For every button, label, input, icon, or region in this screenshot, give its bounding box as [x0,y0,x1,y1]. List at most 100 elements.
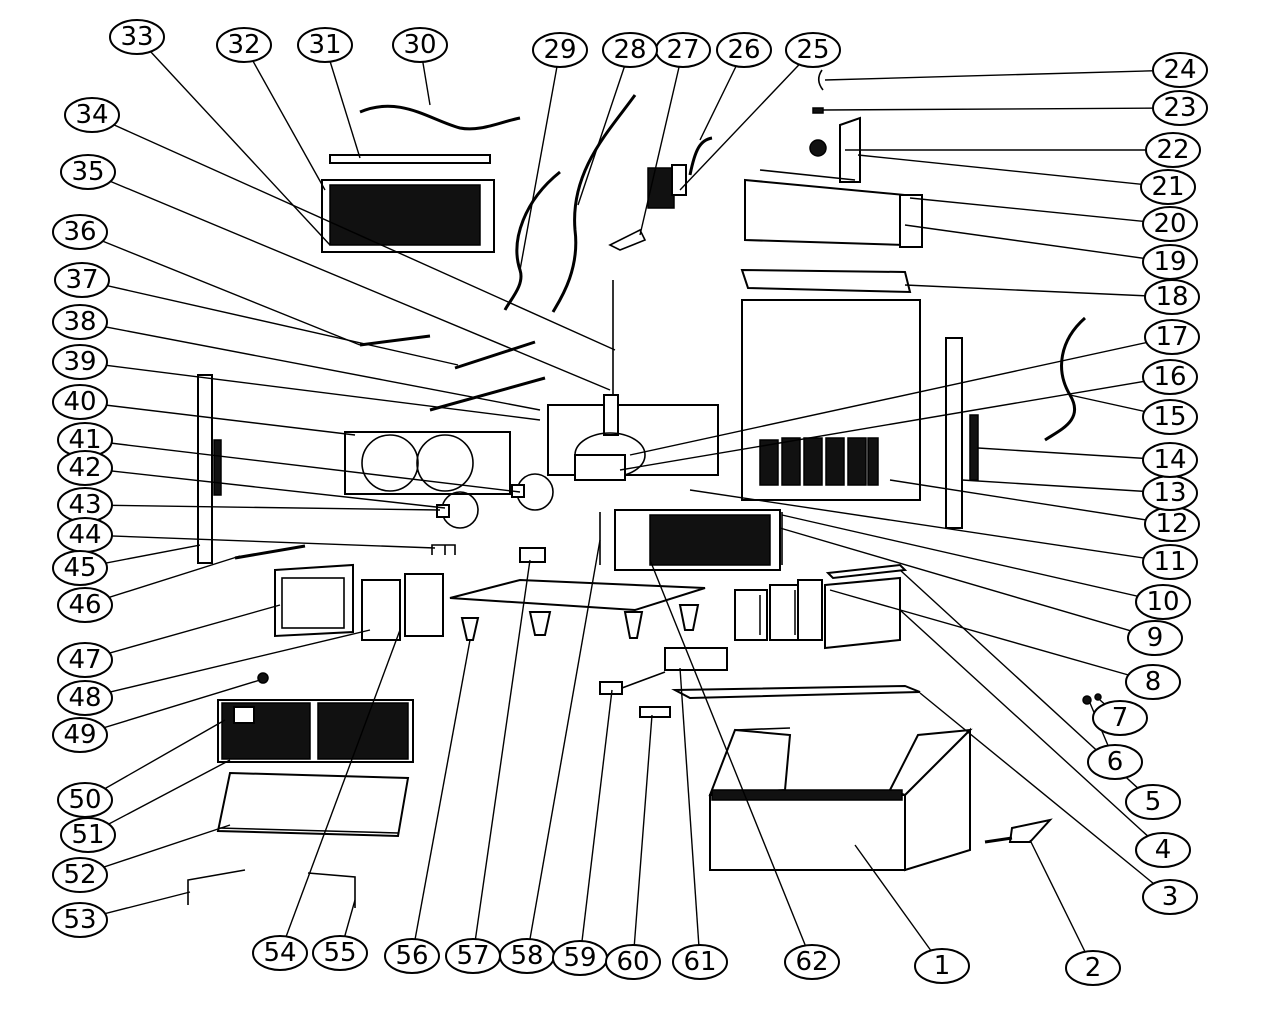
callout-label-53: 53 [63,905,96,935]
part-top-panel [671,684,921,700]
part-knob [257,672,269,684]
callout-14: 14 [1142,442,1198,478]
callout-bubble-26 [716,32,772,68]
callout-42: 42 [57,450,113,486]
callout-label-5: 5 [1145,787,1162,817]
callout-label-36: 36 [63,217,96,247]
callout-label-20: 20 [1153,209,1186,239]
callout-label-32: 32 [227,30,260,60]
callout-bubble-15 [1142,399,1198,435]
leader-line-31 [324,44,361,159]
part-rod-38 [429,376,546,412]
leader-line-8 [829,589,1154,683]
callout-bubble-2 [1065,950,1121,986]
leader-line-61 [679,667,701,963]
part-nut-6 [1082,695,1092,705]
part-tube-30 [359,104,521,131]
part-rod-46 [234,544,306,560]
callout-label-44: 44 [68,520,101,550]
callout-39: 39 [52,344,108,380]
callout-44: 44 [57,517,113,553]
part-louver-panels [361,573,444,641]
leader-line-46 [84,555,241,606]
leader-line-16 [619,376,1171,471]
callout-30: 30 [392,27,448,63]
callout-label-38: 38 [63,307,96,337]
callout-55: 55 [312,935,368,971]
callout-label-47: 47 [68,645,101,675]
part-power-cord [1044,316,1086,442]
leader-line-10 [781,514,1164,603]
callout-bubble-34 [64,97,120,133]
callout-54: 54 [252,935,308,971]
callout-bubble-38 [52,304,108,340]
part-front-panel [217,699,414,763]
callout-41: 41 [57,422,113,458]
callout-bubble-60 [605,944,661,980]
callout-label-54: 54 [263,938,296,968]
leader-line-28 [577,49,631,206]
callout-43: 43 [57,487,113,523]
callout-bubble-48 [57,680,113,716]
part-base-plate [449,578,706,612]
leader-line-41 [84,439,521,493]
callout-28: 28 [602,32,658,68]
part-filter [274,563,354,638]
callout-label-30: 30 [403,30,436,60]
callout-label-7: 7 [1112,703,1129,733]
part-rod-36 [359,334,431,347]
leader-line-50 [84,719,226,801]
leader-line-14 [977,447,1171,461]
callout-label-14: 14 [1153,445,1186,475]
leader-line-52 [79,824,231,876]
callout-10: 10 [1135,584,1191,620]
callout-label-33: 33 [120,22,153,52]
callout-label-19: 19 [1153,247,1186,277]
callout-59: 59 [552,940,608,976]
part-top-strip [825,563,908,580]
leader-line-19 [904,224,1171,263]
callout-label-26: 26 [727,35,760,65]
part-evaporator [321,179,495,253]
part-wire-28 [551,94,637,313]
callout-3: 3 [1142,879,1198,915]
callout-bubble-50 [57,782,113,818]
leader-line-25 [679,49,814,191]
leader-line-27 [639,49,684,236]
leader-line-42 [84,467,446,509]
part-back-panel [741,299,921,501]
callout-bubble-22 [1145,132,1201,168]
leader-line-56 [411,639,471,957]
callout-label-27: 27 [666,35,699,65]
part-leg-53 [187,869,246,905]
part-rod-31 [329,154,491,164]
leader-line-39 [79,361,541,421]
callout-label-18: 18 [1155,282,1188,312]
callout-bubble-10 [1135,584,1191,620]
callout-label-57: 57 [456,941,489,971]
leader-line-35 [87,171,611,391]
callout-bubble-23 [1152,90,1208,126]
callout-label-50: 50 [68,785,101,815]
callout-bubble-51 [60,817,116,853]
callout-label-15: 15 [1153,402,1186,432]
callout-bubble-11 [1142,544,1198,580]
callout-label-10: 10 [1146,587,1179,617]
callout-bubble-61 [672,944,728,980]
part-57 [519,547,546,563]
callout-46: 46 [57,587,113,623]
callout-bubble-40 [52,384,108,420]
leader-line-44 [84,534,436,549]
leader-line-9 [779,527,1156,639]
leader-line-48 [84,629,371,699]
callout-bubble-42 [57,450,113,486]
callout-62: 62 [784,944,840,980]
callout-20: 20 [1142,206,1198,242]
callout-bubble-45 [52,550,108,586]
part-fan-blades [436,473,554,529]
callout-57: 57 [445,938,501,974]
callout-label-17: 17 [1155,322,1188,352]
callout-bubble-55 [312,935,368,971]
part-fan-shroud [344,431,511,495]
callout-label-40: 40 [63,387,96,417]
